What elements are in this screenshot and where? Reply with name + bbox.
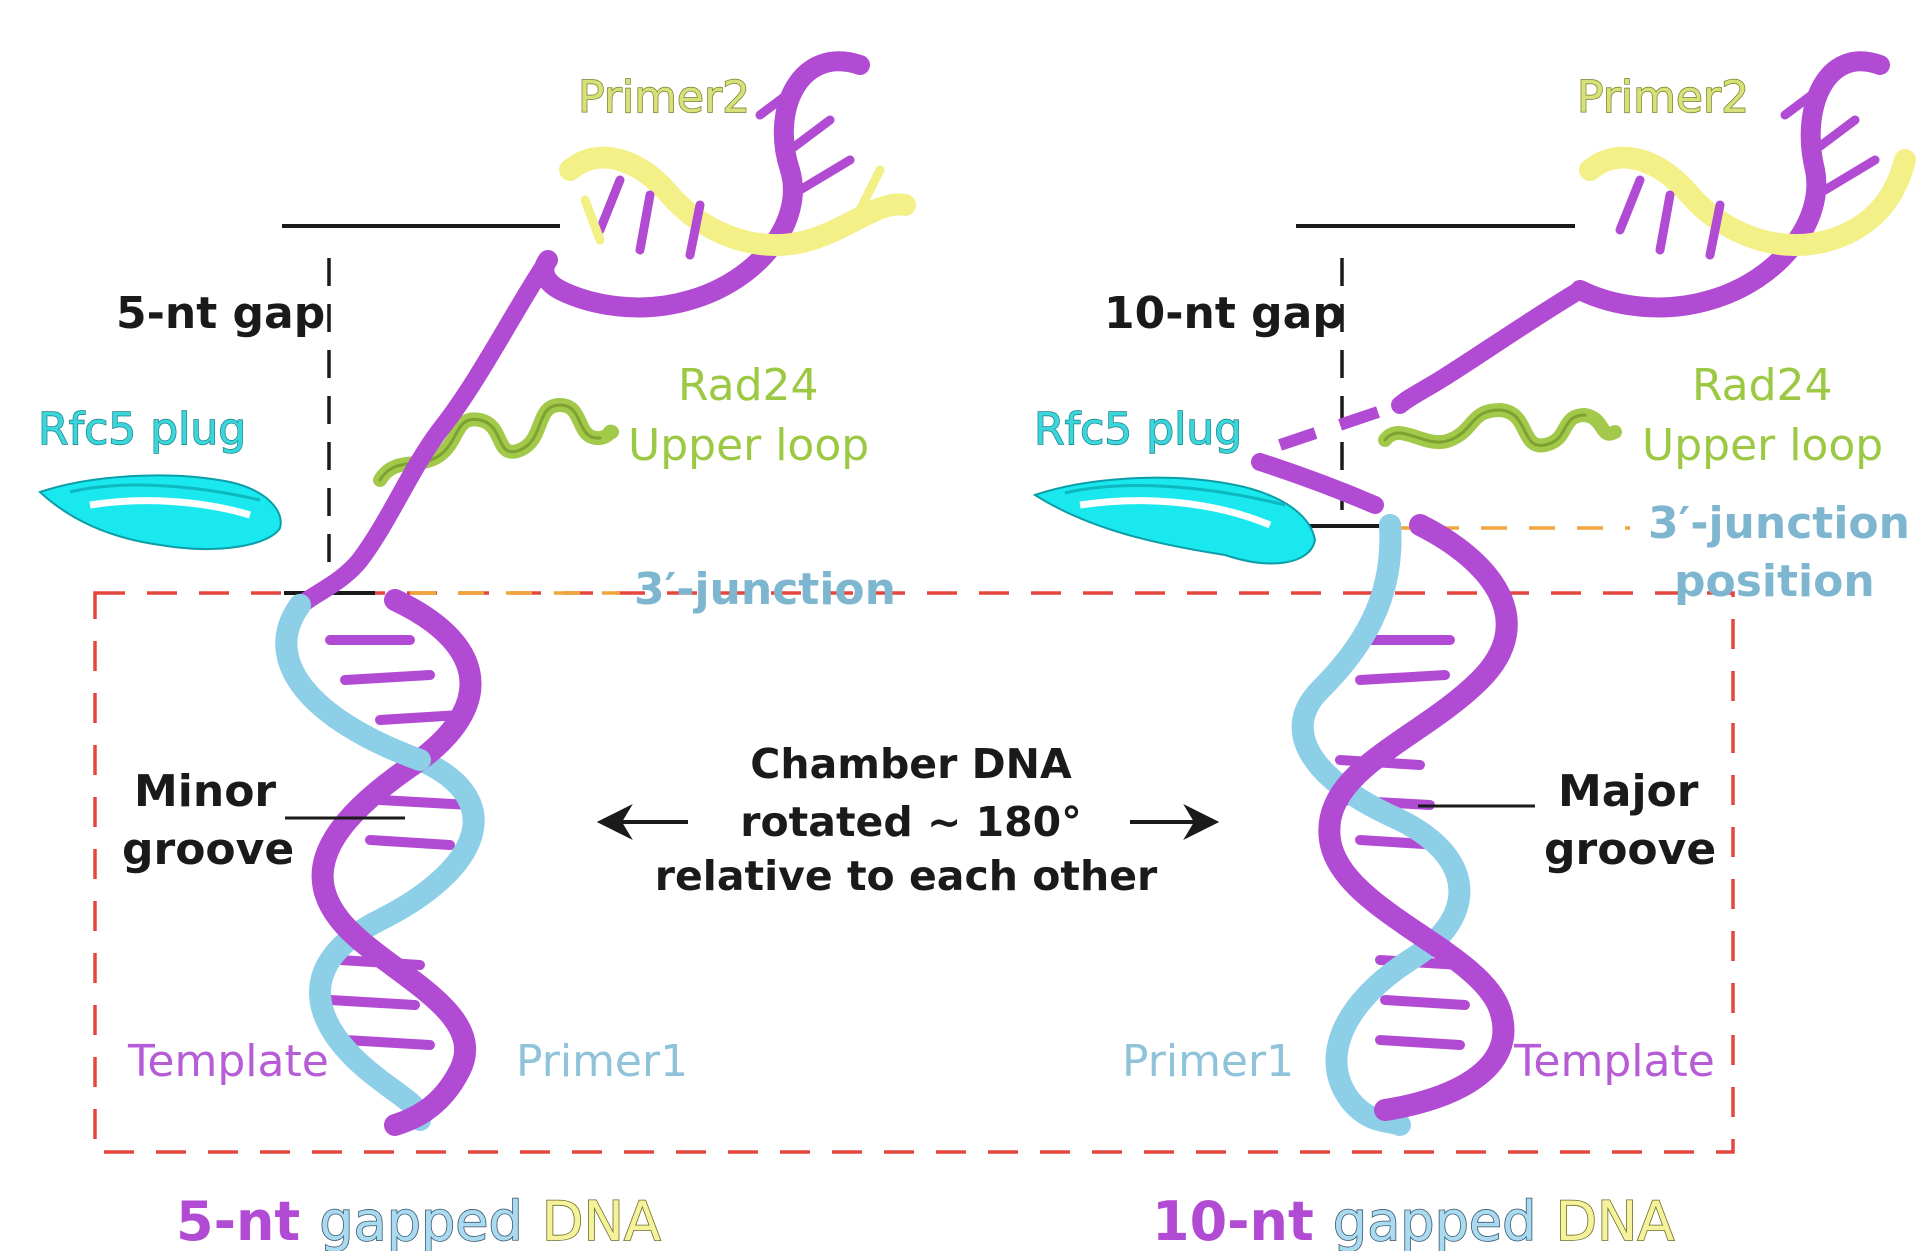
primer2-label: Primer2: [578, 72, 750, 123]
groove-label-line1: Major: [1558, 766, 1699, 817]
rfc5-plug-structure: [1032, 476, 1317, 565]
rfc5-plug-label: Rfc5 plug: [38, 404, 246, 455]
junction-label-line1: 3′-junction: [1648, 498, 1910, 549]
template-label: Template: [1513, 1036, 1715, 1087]
center-line1: Chamber DNA: [750, 740, 1072, 788]
center-line3: relative to each other: [655, 852, 1158, 900]
panel-title-left: 5-nt gapped DNA: [176, 1190, 661, 1251]
upper-duplex: [1570, 51, 1916, 318]
chamber-box: [93, 591, 1735, 1154]
primer1-label: Primer1: [516, 1036, 688, 1087]
template-stub: [1251, 453, 1384, 514]
lower-helix-right: [1291, 514, 1518, 1136]
rad24-label-line1: Rad24: [678, 360, 819, 411]
title-part-gapped: gapped: [319, 1190, 522, 1251]
junction-label-line2: position: [1674, 556, 1875, 607]
upper-duplex: [534, 51, 916, 318]
rad24-label-line2: Upper loop: [1642, 420, 1883, 471]
rfc5-plug-structure: [38, 474, 282, 550]
title-part-dna: DNA: [542, 1190, 661, 1251]
right-panel: Primer2 10-nt gap Rfc5 plug Rad24 Upper …: [1032, 51, 1916, 1254]
lower-helix-left: [275, 589, 485, 1136]
title-part-gapped: gapped: [1333, 1190, 1536, 1251]
primer2-label: Primer2: [1577, 72, 1749, 123]
panel-title-right: 10-nt gapped DNA: [1152, 1190, 1674, 1251]
title-part-dna: DNA: [1555, 1190, 1674, 1251]
rad24-label-line2: Upper loop: [628, 420, 869, 471]
gap-label: 10-nt gap: [1104, 288, 1344, 339]
gap-dashed-strand: [1278, 406, 1380, 451]
title-part-nt: 10-nt: [1152, 1190, 1314, 1251]
center-line2: rotated ~ 180°: [740, 798, 1081, 846]
junction-label: 3′-junction: [634, 564, 896, 615]
gap-label: 5-nt gap: [116, 288, 325, 339]
center-annotation: Chamber DNA rotated ~ 180° relative to e…: [596, 740, 1220, 900]
rfc5-plug-label: Rfc5 plug: [1034, 404, 1242, 455]
primer1-label: Primer1: [1122, 1036, 1294, 1087]
groove-label-line2: groove: [122, 824, 294, 875]
left-panel: Primer2 5-nt gap Rfc5 plug Rad24 Upper l…: [37, 51, 916, 1254]
groove-label-line1: Minor: [134, 766, 276, 817]
groove-label-line2: groove: [1544, 824, 1716, 875]
template-label: Template: [127, 1036, 329, 1087]
template-linker: [1391, 281, 1589, 414]
title-part-nt: 5-nt: [176, 1190, 300, 1251]
template-linker: [286, 251, 557, 619]
rad24-label-line1: Rad24: [1692, 360, 1833, 411]
